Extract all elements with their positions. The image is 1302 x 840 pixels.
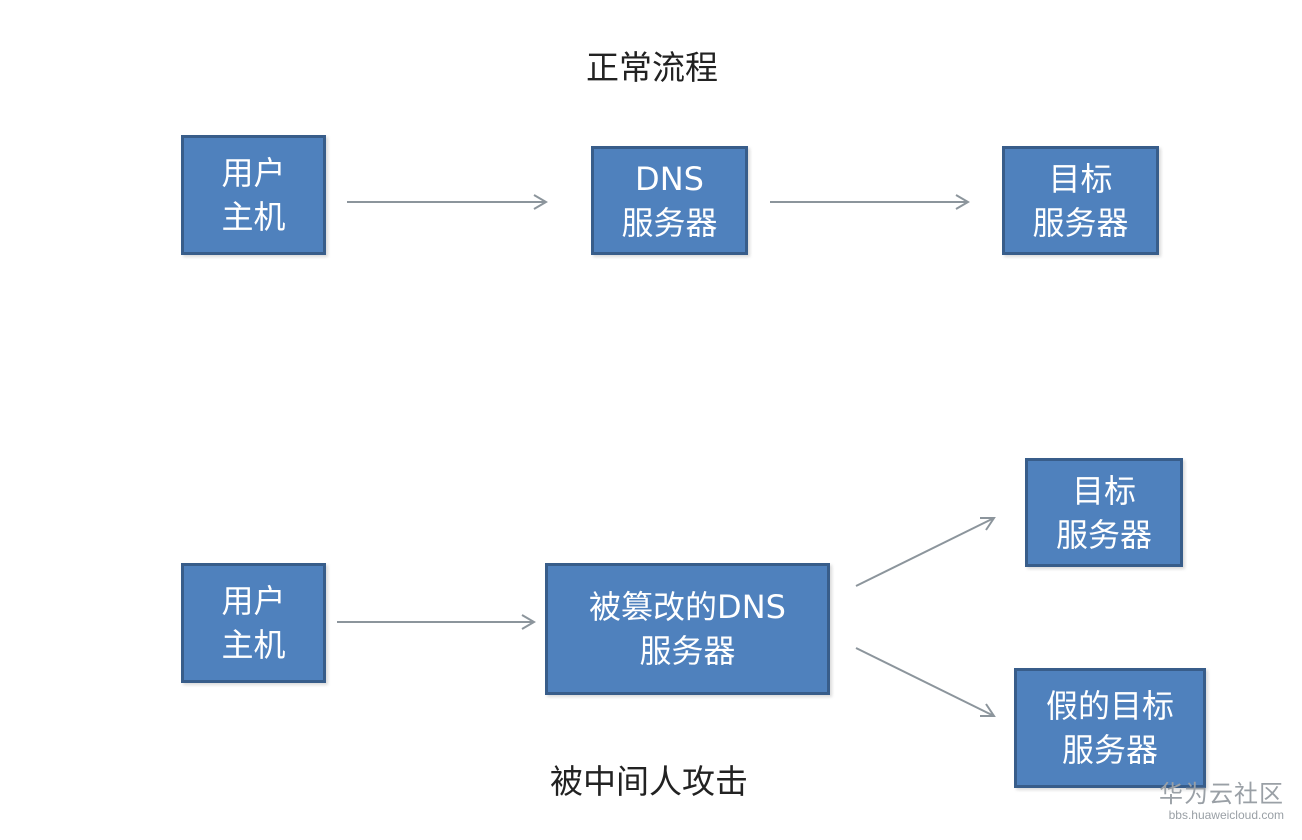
normal-dns-server-node: DNS 服务器 <box>591 146 748 255</box>
node-label: 主机 <box>221 198 286 236</box>
arrow-user-to-dns <box>347 194 548 210</box>
site-watermark: 华为云社区 bbs.huaweicloud.com <box>1159 780 1284 822</box>
normal-flow-title: 正常流程 <box>586 48 718 87</box>
watermark-url: bbs.huaweicloud.com <box>1168 808 1284 822</box>
node-label: 服务器 <box>621 203 718 242</box>
node-label: 服务器 <box>1055 515 1152 554</box>
attack-flow-title: 被中间人攻击 <box>550 762 748 801</box>
node-label: DNS <box>635 159 704 198</box>
attack-target-server-node: 目标 服务器 <box>1025 458 1183 567</box>
node-label: 服务器 <box>1061 731 1158 769</box>
node-label: 目标 <box>1071 471 1136 510</box>
node-label: 用户 <box>221 154 286 192</box>
attack-fake-target-node: 假的目标 服务器 <box>1014 668 1206 788</box>
node-label: 假的目标 <box>1045 687 1174 725</box>
arrow-tampered-dns-to-target <box>855 517 996 587</box>
normal-user-host-node: 用户 主机 <box>181 135 326 255</box>
node-label: 服务器 <box>1032 203 1129 242</box>
node-label: 目标 <box>1048 159 1113 198</box>
node-label: 用户 <box>221 582 286 620</box>
watermark-name: 华为云社区 <box>1159 780 1284 808</box>
arrow-user-to-tampered-dns <box>337 614 536 630</box>
attack-user-host-node: 用户 主机 <box>181 563 326 683</box>
node-label: 主机 <box>221 626 286 664</box>
arrow-tampered-dns-to-fake-target <box>855 647 996 717</box>
normal-target-server-node: 目标 服务器 <box>1002 146 1159 255</box>
node-label: 服务器 <box>639 632 736 670</box>
attack-tampered-dns-node: 被篡改的DNS 服务器 <box>545 563 830 695</box>
node-label: 被篡改的DNS <box>589 588 786 626</box>
arrow-dns-to-target <box>770 194 970 210</box>
